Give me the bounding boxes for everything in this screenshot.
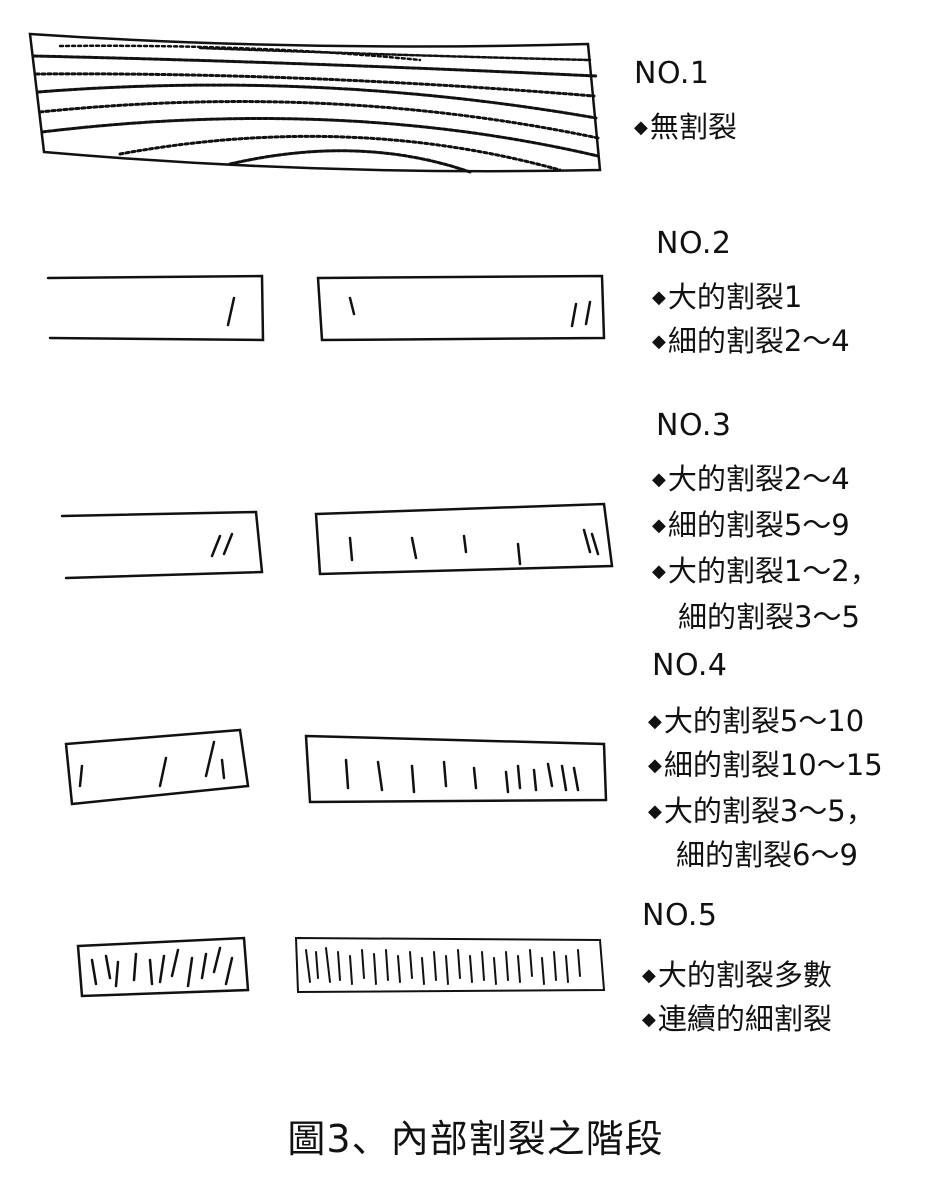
stage-no1-item-text: 無割裂	[649, 110, 737, 144]
stage-no2-title: NO.2	[656, 226, 732, 261]
stage-no4-item-3: ◆大的割裂3～5，	[648, 788, 875, 830]
stage-no3-title: NO.3	[656, 408, 732, 443]
board-no4-left	[64, 728, 250, 806]
stage-no4-item-3-cont: 細的割裂6～9	[676, 838, 858, 872]
board-no5-right	[294, 936, 606, 994]
diamond-bullet-icon: ◆	[652, 331, 666, 352]
stage-no5-title: NO.5	[642, 898, 718, 933]
stage-no4-item-2-text: 細的割裂10～15	[663, 748, 883, 782]
figure-caption: 圖3、內部割裂之階段	[287, 1117, 664, 1161]
stage-no3-item-1-text: 大的割裂2～4	[667, 462, 850, 496]
diamond-bullet-icon: ◆	[634, 117, 648, 138]
stage-no3-item-3-text: 大的割裂1～2，	[667, 554, 879, 588]
diamond-bullet-icon: ◆	[648, 711, 662, 732]
diamond-bullet-icon: ◆	[642, 1009, 656, 1030]
board-no3-right	[314, 502, 614, 576]
stage-no3-item-2-text: 細的割裂5～9	[667, 508, 850, 542]
diamond-bullet-icon: ◆	[652, 469, 666, 490]
stage-no3-item-3: ◆大的割裂1～2，	[652, 548, 879, 590]
stage-no1-item: ◆無割裂	[634, 104, 737, 146]
stage-no4-title: NO.4	[652, 648, 728, 683]
board-no5-left	[76, 936, 250, 998]
stage-no1-title: NO.1	[634, 56, 710, 91]
stage-no4-item-1: ◆大的割裂5～10	[648, 698, 864, 740]
board-no1-grain	[28, 32, 602, 174]
diamond-bullet-icon: ◆	[648, 801, 662, 822]
board-no4-right	[304, 734, 608, 804]
stage-no4-item-2: ◆細的割裂10～15	[648, 742, 883, 784]
board-no3-left	[60, 510, 264, 580]
diamond-bullet-icon: ◆	[652, 287, 666, 308]
board-no2-right	[316, 274, 606, 342]
stage-no5-item-1-text: 大的割裂多數	[657, 958, 832, 992]
stage-no5-item-1: ◆大的割裂多數	[642, 952, 832, 994]
stage-no2-item-1: ◆大的割裂1	[652, 274, 802, 316]
diamond-bullet-icon: ◆	[652, 515, 666, 536]
stage-no3-item-1: ◆大的割裂2～4	[652, 456, 850, 498]
stage-no2-item-2-text: 細的割裂2～4	[667, 324, 850, 358]
stage-no2-item-2: ◆細的割裂2～4	[652, 318, 850, 360]
stage-no5-item-2: ◆連續的細割裂	[642, 996, 832, 1038]
diamond-bullet-icon: ◆	[648, 755, 662, 776]
board-no2-left	[46, 274, 265, 342]
stage-no3-item-3-cont: 細的割裂3～5	[678, 600, 860, 634]
stage-no4-item-1-text: 大的割裂5～10	[663, 704, 865, 738]
stage-no4-item-3-text: 大的割裂3～5，	[663, 794, 875, 828]
stage-no5-item-2-text: 連續的細割裂	[657, 1002, 832, 1036]
diamond-bullet-icon: ◆	[642, 965, 656, 986]
stage-no2-item-1-text: 大的割裂1	[667, 280, 803, 314]
stage-no3-item-2: ◆細的割裂5～9	[652, 502, 850, 544]
diamond-bullet-icon: ◆	[652, 561, 666, 582]
